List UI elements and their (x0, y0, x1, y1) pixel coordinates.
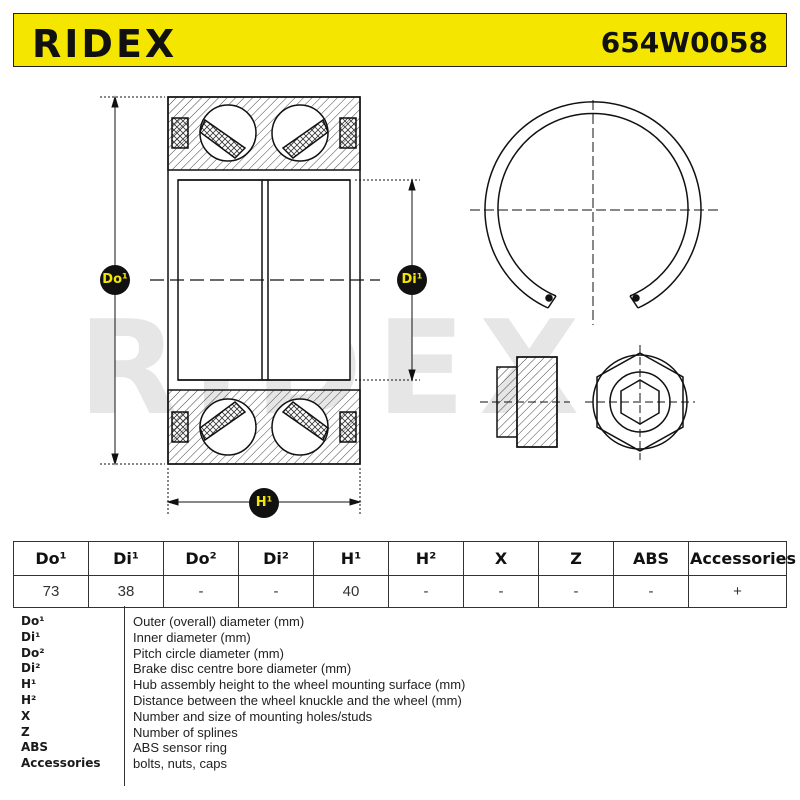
legend-abbr: H¹ (21, 677, 37, 692)
circlip-drawing (470, 100, 720, 325)
legend-abbr: H² (21, 692, 37, 707)
header-bar: RIDEX 654W0058 (13, 13, 787, 67)
legend-table: Do¹ Di¹ Do² Di² H¹ H² X Z ABS Accessorie… (13, 606, 787, 786)
spec-cell: - (463, 575, 539, 608)
spec-table: Do¹ Di¹ Do² Di² H¹ H² X Z ABS Accessorie… (13, 541, 796, 608)
spec-col-header: Di² (238, 541, 314, 576)
spec-cell: - (163, 575, 239, 608)
spec-col-header: H² (388, 541, 464, 576)
dimension-label-inner: Di¹ (397, 265, 427, 295)
legend-desc: Brake disc centre bore diameter (mm) (133, 661, 352, 677)
spec-cell: - (238, 575, 314, 608)
spec-col-header: Do¹ (13, 541, 89, 576)
technical-drawing: RIDEX (0, 70, 800, 540)
legend-descriptions: Outer (overall) diameter (mm) Inner diam… (125, 606, 788, 786)
legend-abbr: X (21, 708, 31, 723)
spec-cell: - (388, 575, 464, 608)
spec-cell: 40 (313, 575, 389, 608)
spec-col-header: Z (538, 541, 614, 576)
nut-side-view (480, 356, 570, 448)
spec-cell: - (538, 575, 614, 608)
legend-desc: bolts, nuts, caps (133, 756, 227, 772)
spec-cell: - (613, 575, 689, 608)
dimension-label-height: H¹ (249, 488, 279, 518)
spec-col-header: X (463, 541, 539, 576)
brand-logo: RIDEX (32, 22, 178, 66)
nut-front-view (585, 345, 695, 460)
spec-col-header: H¹ (313, 541, 389, 576)
legend-desc: Inner diameter (mm) (133, 629, 251, 645)
bearing-drawing-svg (100, 95, 720, 515)
legend-abbr: Z (21, 724, 30, 739)
legend-abbr: Accessories (21, 756, 101, 771)
spec-col-header: ABS (613, 541, 689, 576)
legend-abbr: Di¹ (21, 629, 41, 644)
spec-cell: + (688, 575, 787, 608)
legend-desc: Pitch circle diameter (mm) (133, 645, 284, 661)
spec-cell: 73 (13, 575, 89, 608)
legend-abbr: Di² (21, 661, 41, 676)
legend-desc: Number and size of mounting holes/studs (133, 708, 373, 724)
spec-value-row: 73 38 - - 40 - - - - + (13, 575, 787, 608)
legend-desc: Number of splines (133, 724, 238, 740)
spec-col-header: Do² (163, 541, 239, 576)
legend-abbr: Do² (21, 645, 45, 660)
legend-desc: Outer (overall) diameter (mm) (133, 614, 305, 629)
legend-abbreviations: Do¹ Di¹ Do² Di² H¹ H² X Z ABS Accessorie… (13, 606, 125, 786)
spec-header-row: Do¹ Di¹ Do² Di² H¹ H² X Z ABS Accessorie… (13, 541, 796, 576)
legend-desc: Distance between the wheel knuckle and t… (133, 692, 462, 708)
legend-desc: Hub assembly height to the wheel mountin… (133, 677, 466, 693)
spec-col-header: Di¹ (88, 541, 164, 576)
legend-abbr: Do¹ (21, 614, 45, 628)
dimension-label-outer: Do¹ (100, 265, 130, 295)
legend-desc: ABS sensor ring (133, 740, 227, 756)
legend-abbr: ABS (21, 740, 49, 755)
spec-col-header: Accessories (688, 541, 796, 576)
part-number: 654W0058 (600, 26, 768, 59)
spec-cell: 38 (88, 575, 164, 608)
